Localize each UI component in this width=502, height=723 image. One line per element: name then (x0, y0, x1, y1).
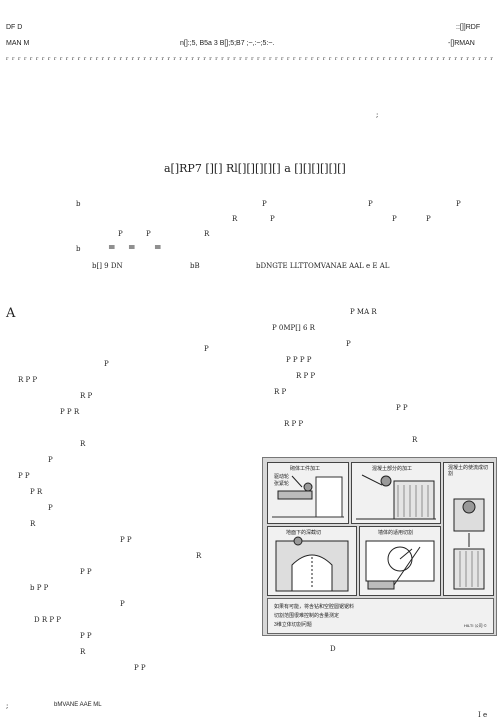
figure-panel: 砌体工件加工 驱动轮 张紧轮 (267, 462, 349, 524)
figure-illustration: 砌体工件加工 驱动轮 张紧轮 混凝土部分的加工 混凝土的使流成切割 (262, 457, 497, 636)
text-line: P (48, 504, 53, 512)
meta-cell: P (368, 200, 373, 208)
text-line: P 0MP[] 6 R (272, 324, 315, 332)
text-line: P P R (60, 408, 80, 416)
legend-item: 切割范围很难控制的含量测定 (274, 613, 340, 619)
meta-cell: P (262, 200, 267, 208)
meta-cell: P (270, 215, 275, 223)
meta-cell: = (154, 243, 162, 253)
text-line: R (196, 552, 202, 560)
meta-cell: P (392, 215, 397, 223)
meta-cell: = (108, 243, 116, 253)
text-line: P R (30, 488, 43, 496)
meta-cell: b (76, 200, 81, 208)
header-left-bottom: MAN M (6, 40, 30, 47)
wall-saw-drawing (272, 475, 344, 518)
meta-cell: P (456, 200, 461, 208)
meta-cell: b (76, 245, 81, 253)
figure-panel: 地面下的深截切 (267, 526, 357, 596)
meta-cell: b[] 9 DN (92, 262, 123, 270)
legend-item: 如果有可能，将含钻和空腔圆锯锯料 (274, 604, 355, 610)
semicolon-mark: ; (376, 111, 379, 119)
page-number: I e (478, 711, 488, 719)
meta-cell: R (204, 230, 210, 238)
text-line: P (104, 360, 109, 368)
panel-label: 张紧轮 (274, 481, 290, 487)
meta-cell: = (128, 243, 136, 253)
drop-cap: A (6, 306, 16, 321)
figure-panel: 墙体的适用切割 (359, 526, 441, 596)
header-left-top: DF D (6, 24, 23, 31)
meta-cell: bDNGTE LLTTOMVANAE AAL e E AL (256, 262, 390, 270)
text-line: R (80, 440, 86, 448)
panel-title: 混凝土部分的加工 (372, 466, 413, 472)
text-line: P (120, 600, 125, 608)
panel-title: 砌体工件加工 (290, 466, 321, 472)
text-line: R P P (284, 420, 304, 428)
tunnel-cut-drawing (275, 536, 349, 592)
text-line: P (48, 456, 53, 464)
text-line: P P P P (286, 356, 312, 364)
bridge-cut-drawing (453, 498, 485, 590)
text-line: R (30, 520, 36, 528)
header-right-top: ::[]]RDF (456, 24, 481, 31)
meta-cell: bB (190, 262, 200, 270)
text-line: D R P P (34, 616, 61, 624)
text-line: P P (80, 632, 92, 640)
panel-title: 地面下的深截切 (286, 530, 322, 536)
footer-mark: ; (6, 702, 9, 710)
header-right-bottom: -[]RMAN (448, 40, 475, 47)
text-line: R P P (18, 376, 38, 384)
text-line: P MA R (350, 308, 377, 316)
panel-title: 混凝土的使流成切割 (448, 465, 489, 477)
text-line: R (412, 436, 418, 444)
wall-cut-drawing (365, 540, 435, 590)
text-line: P P (80, 568, 92, 576)
legend-item: 3维立体切割问题 (274, 622, 312, 628)
article-title: a[]RP7 [][] Rl[][][][][] a [][][][][][] (164, 162, 346, 175)
text-line: R P (80, 392, 93, 400)
meta-cell: P (146, 230, 151, 238)
text-line: P P (18, 472, 30, 480)
header-center: n[]:;5, B5a 3 B[];5;B7 ;~,:~;5:~. (180, 40, 275, 47)
text-line: R (80, 648, 86, 656)
panel-label: 驱动轮 (274, 474, 290, 480)
text-line: b P P (30, 584, 49, 592)
figure-credit: HILTI 公司 © (464, 623, 487, 628)
text-line: P P (134, 664, 146, 672)
figure-legend: 如果有可能，将含钻和空腔圆锯锯料 切割范围很难控制的含量测定 3维立体切割问题 … (267, 598, 494, 634)
text-line: P P (396, 404, 408, 412)
text-line: P P (120, 536, 132, 544)
text-line: P (204, 345, 209, 353)
figure-panel: 混凝土的使流成切割 (443, 462, 494, 596)
meta-cell: P (118, 230, 123, 238)
text-line: R P P (296, 372, 316, 380)
meta-cell: P (426, 215, 431, 223)
figure-panel: 混凝土部分的加工 (351, 462, 441, 524)
footer-left-text: bMVANE AAE ML (54, 702, 102, 708)
meta-cell: R (232, 215, 238, 223)
panel-title: 墙体的适用切割 (378, 530, 414, 536)
header-rule: r r r r r r r r r r r r r r r r r r r r … (6, 57, 496, 60)
concrete-cut-drawing (356, 474, 436, 520)
text-line: P (346, 340, 351, 348)
figure-caption: D (330, 645, 336, 653)
text-line: R P (274, 388, 287, 396)
